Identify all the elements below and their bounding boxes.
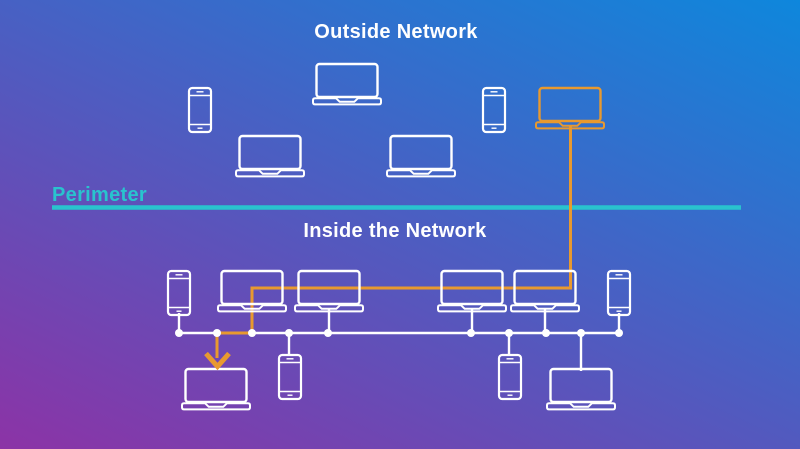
- laptop-base: [312, 97, 382, 106]
- laptop-screen: [315, 62, 379, 99]
- laptop-icon: [546, 367, 616, 411]
- laptop-screen: [238, 134, 302, 171]
- phone-body: [497, 353, 523, 401]
- laptop-base: [546, 402, 616, 411]
- bus-node-dot: [577, 329, 585, 337]
- phone-body: [481, 86, 507, 134]
- phone-body: [606, 269, 632, 317]
- laptop-screen: [440, 269, 504, 306]
- phone-icon: [606, 269, 632, 317]
- laptop-base: [235, 169, 305, 178]
- phone-body: [277, 353, 303, 401]
- laptop-base: [386, 169, 456, 178]
- laptop-screen: [184, 367, 248, 404]
- attack-arrowhead-icon: [204, 351, 231, 371]
- phone-icon: [497, 353, 523, 401]
- bus-node-dot: [324, 329, 332, 337]
- laptop-icon: [294, 269, 364, 313]
- laptop-screen: [513, 269, 577, 306]
- laptop-icon: [510, 269, 580, 313]
- bus-node-dot: [248, 329, 256, 337]
- bus-node-dot: [542, 329, 550, 337]
- perimeter-label: Perimeter: [52, 184, 147, 206]
- bus-node-dot: [175, 329, 183, 337]
- laptop-icon: [217, 269, 287, 313]
- laptop-screen: [389, 134, 453, 171]
- phone-body: [166, 269, 192, 317]
- outside-network-label: Outside Network: [314, 21, 478, 43]
- bus-node-dot: [615, 329, 623, 337]
- laptop-base: [437, 304, 507, 313]
- laptop-icon: [312, 62, 382, 106]
- laptop-base: [181, 402, 251, 411]
- bus-node-dot: [285, 329, 293, 337]
- laptop-screen: [549, 367, 613, 404]
- victim-laptop-icon: [181, 367, 251, 411]
- laptop-screen: [297, 269, 361, 306]
- laptop-base: [535, 121, 605, 130]
- phone-icon: [187, 86, 213, 134]
- phone-icon: [277, 353, 303, 401]
- attacker-laptop-icon: [535, 86, 605, 130]
- laptop-base: [510, 304, 580, 313]
- bus-node-dot: [467, 329, 475, 337]
- bus-node-dot: [213, 329, 221, 337]
- bus-node-dot: [505, 329, 513, 337]
- phone-body: [187, 86, 213, 134]
- laptop-icon: [235, 134, 305, 178]
- laptop-icon: [386, 134, 456, 178]
- laptop-icon: [437, 269, 507, 313]
- laptop-screen: [538, 86, 602, 123]
- phone-icon: [166, 269, 192, 317]
- laptop-screen: [220, 269, 284, 306]
- laptop-base: [294, 304, 364, 313]
- laptop-base: [217, 304, 287, 313]
- inside-network-label: Inside the Network: [303, 220, 487, 242]
- phone-icon: [481, 86, 507, 134]
